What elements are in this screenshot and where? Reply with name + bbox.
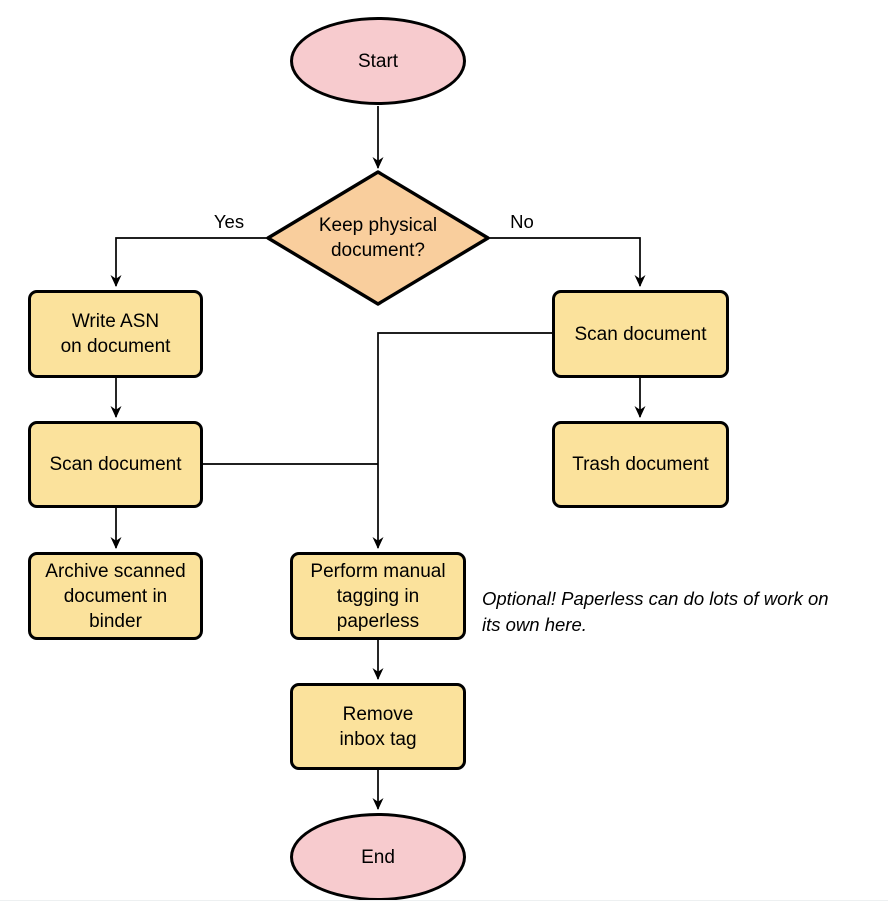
edge-label-yes: Yes [213,211,245,232]
write-asn-node-label: Write ASN on document [60,311,171,357]
scan-document-right-node-label: Scan document [574,323,707,345]
archive-node-label: Archive scanned document in binder [45,560,186,632]
optional-annotation: Optional! Paperless can do lots of work … [482,588,829,635]
remove-inbox-tag-node: Remove inbox tag [290,683,466,770]
decision-node-shape [266,170,490,306]
trash-document-node: Trash document [552,421,729,508]
remove-inbox-tag-node-label: Remove inbox tag [339,703,417,750]
manual-tagging-node: Perform manual tagging in paperless [290,552,466,640]
edge-label-no: No [510,211,534,232]
archive-node: Archive scanned document in binder [28,552,203,640]
trash-document-node-label: Trash document [572,454,709,475]
start-node: Start [290,17,466,105]
write-asn-node: Write ASN on document [28,290,203,378]
start-node-label: Start [357,50,399,72]
scan-document-left-node-label: Scan document [49,454,182,475]
edge-scan-right-to-tagging [372,332,552,549]
end-node-label: End [361,846,395,868]
decision-node-label: Keep physical document? [318,215,438,261]
edge-decision-no-to-scan-right [488,237,646,287]
page-bottom-divider [0,900,888,901]
scan-document-left-node: Scan document [28,421,203,508]
edge-decision-yes-to-write-asn [110,237,268,287]
end-node: End [290,813,466,901]
scan-document-right-node: Scan document [552,290,729,378]
manual-tagging-node-label: Perform manual tagging in paperless [310,560,446,632]
